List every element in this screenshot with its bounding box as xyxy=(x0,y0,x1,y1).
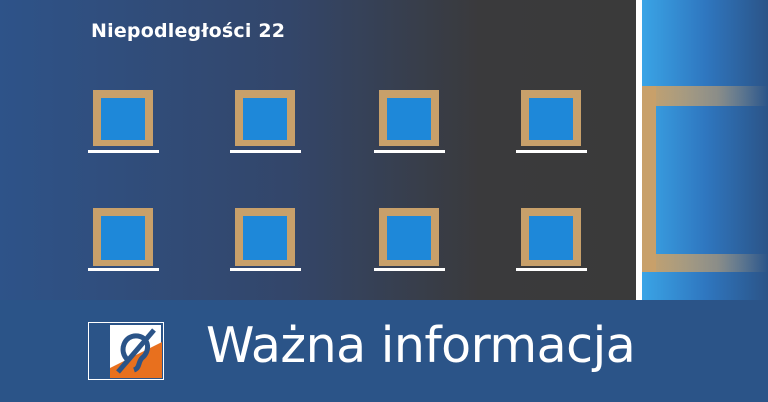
window xyxy=(516,90,587,153)
windows-row-1 xyxy=(88,90,587,153)
window xyxy=(516,208,587,271)
windows-row-2 xyxy=(88,208,587,271)
window xyxy=(88,208,159,271)
headline: Ważna informacja xyxy=(206,317,636,374)
window xyxy=(230,90,301,153)
building-illustration xyxy=(0,0,768,300)
side-structure xyxy=(636,0,768,300)
window xyxy=(374,208,445,271)
street-name: Niepodległości 22 xyxy=(91,20,286,42)
window xyxy=(230,208,301,271)
window xyxy=(374,90,445,153)
pzg-logo-icon xyxy=(88,322,164,380)
window xyxy=(88,90,159,153)
